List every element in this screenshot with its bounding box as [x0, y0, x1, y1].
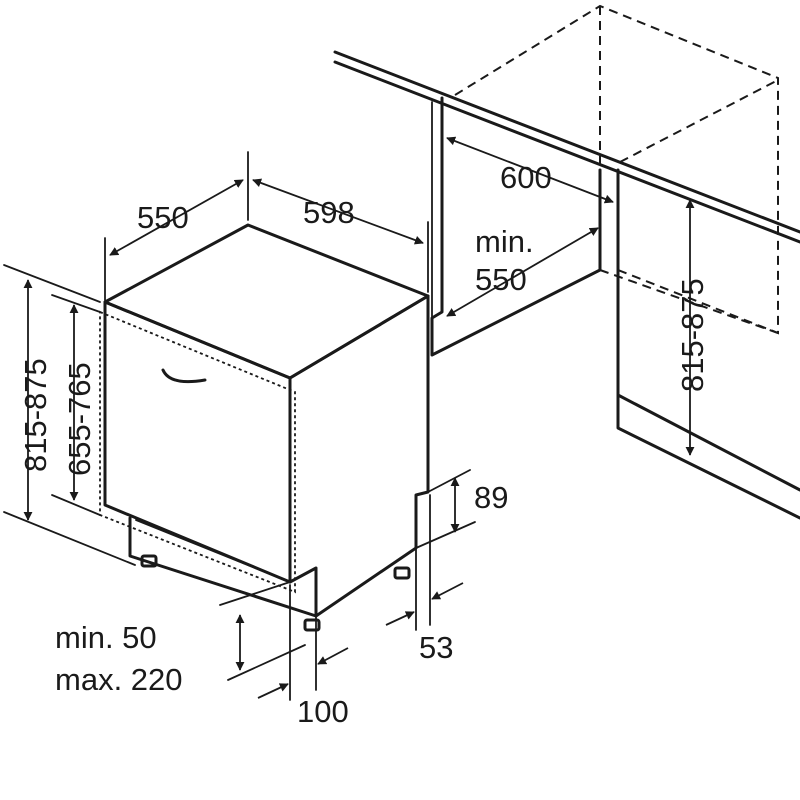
countertop-top-edge: [333, 50, 800, 234]
dimension-lines: [3, 136, 695, 701]
plinth-inner-edge: [135, 519, 291, 583]
label-plinth-setback: 100: [297, 694, 349, 729]
plinth-lower-section: [128, 516, 318, 618]
label-toe-depth: 53: [419, 630, 453, 665]
dishwasher: [99, 223, 430, 632]
foot-rear: [393, 566, 411, 580]
dimension-labels: 550 598 600 min. 550 815-875 815-875 655…: [18, 160, 710, 729]
niche-dashed-top-inner: [619, 79, 779, 163]
label-depth: 550: [137, 200, 189, 235]
right-cabinet-plinth: [616, 393, 800, 520]
label-plinth-max: max. 220: [55, 662, 183, 697]
foot-front-right: [303, 618, 321, 632]
label-plinth-min: min. 50: [55, 620, 157, 655]
dim-line-setback-left: [257, 683, 289, 699]
label-niche-height: 815-875: [675, 278, 710, 392]
label-width: 598: [303, 195, 355, 230]
dim-line-toe-depth-left: [385, 611, 415, 626]
label-niche-width: 600: [500, 160, 552, 195]
door-handle-icon: [161, 368, 207, 384]
dishwasher-top-panel: [103, 223, 430, 380]
left-cabinet-side: [430, 96, 602, 357]
door-dashed-outline: [99, 310, 296, 594]
dim-line-niche-depth: [446, 227, 599, 317]
cabinet-niche: [333, 4, 800, 520]
niche-dashed-box: [454, 4, 779, 335]
dim-line-depth: [109, 179, 244, 256]
dishwasher-front-door: [103, 300, 292, 584]
dim-line-toe-depth-right: [431, 582, 464, 600]
label-door-height: 655-765: [62, 362, 97, 476]
dim-line-width: [252, 178, 424, 245]
label-niche-depth-value: 550: [475, 262, 527, 297]
label-overall-height: 815-875: [18, 358, 53, 472]
countertop-bottom-edge: [333, 60, 800, 244]
label-toe-height: 89: [474, 480, 508, 515]
dim-line-niche-width: [446, 136, 614, 204]
label-niche-depth-min: min.: [475, 224, 534, 259]
foot-front-left: [140, 554, 158, 568]
dim-line-setback-right: [317, 647, 349, 665]
